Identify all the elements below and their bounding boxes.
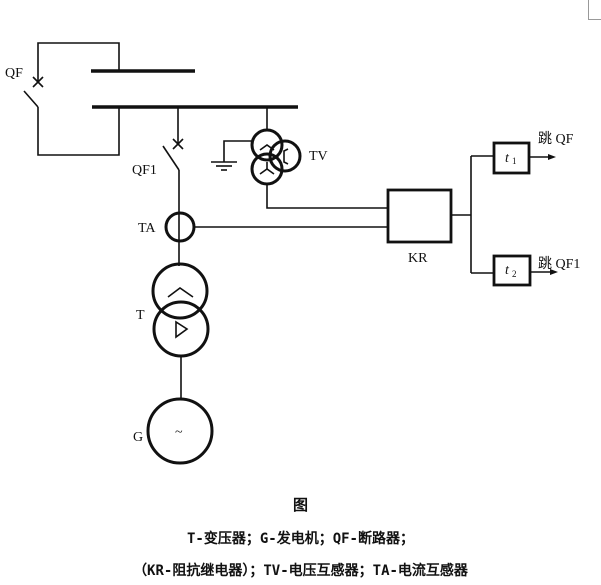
ta-current-transformer: TA	[138, 211, 388, 266]
t1-box	[492, 141, 531, 175]
t-primary-winding	[151, 262, 209, 320]
t1-label: t	[505, 151, 510, 166]
tv-to-kr-line	[266, 184, 388, 209]
legend-line-1: T-变压器；G-发电机；QF-断路器；	[186, 531, 414, 547]
svg-text:1: 1	[512, 156, 517, 166]
kr-label: KR	[408, 251, 428, 266]
ground-connection	[223, 140, 252, 162]
svg-text:2: 2	[512, 269, 517, 279]
qf1-label: QF1	[132, 163, 157, 178]
tv-voltage-transformer: TV	[211, 107, 388, 209]
page-corner-mark	[588, 0, 601, 20]
star-connection-icon	[167, 287, 194, 298]
t2-label: t	[505, 263, 510, 278]
t2-box	[492, 254, 532, 287]
kr-box	[386, 188, 453, 244]
tv-tertiary-winding	[268, 139, 302, 173]
tv-primary-winding	[250, 128, 284, 162]
ac-symbol-icon: ~	[175, 425, 183, 440]
figure-title: 图	[292, 496, 308, 514]
protection-circuit-diagram: QF QF1 TA T ~ G	[5, 42, 580, 465]
t-power-transformer: T	[136, 262, 210, 399]
arrow-right-icon	[548, 154, 556, 160]
arrow-right-icon	[550, 269, 558, 275]
t-label: T	[136, 308, 145, 323]
kr-impedance-relay: KR	[386, 156, 472, 273]
qf1-switch-blade	[162, 145, 180, 171]
trip-qf-label: 跳 QF	[538, 131, 574, 147]
qf-switch-blade	[23, 90, 39, 108]
t-secondary-winding	[152, 300, 210, 358]
generator-circle	[146, 397, 214, 465]
tv-label: TV	[309, 149, 328, 164]
qf-upper-connection	[37, 42, 120, 82]
open-delta-icon	[283, 148, 289, 165]
legend-line-2: （KR-阻抗继电器）；TV-电压互感器；TA-电流互感器	[133, 563, 468, 579]
qf1-feeder-breaker: QF1	[132, 107, 184, 213]
t2-timer: t 2 跳 QF1	[471, 254, 580, 287]
ta-label: TA	[138, 221, 156, 236]
trip-qf1-label: 跳 QF1	[538, 256, 580, 272]
star-connection-icon	[259, 144, 275, 151]
g-label: G	[133, 430, 143, 445]
qf-lower-connection	[37, 107, 120, 156]
qf-bus-coupler-breaker: QF	[5, 42, 120, 156]
qf-label: QF	[5, 66, 23, 81]
g-generator: ~ G	[133, 397, 214, 465]
delta-connection-icon	[175, 320, 189, 339]
t1-timer: t 1 跳 QF	[471, 131, 574, 175]
ta-circle	[164, 211, 196, 243]
